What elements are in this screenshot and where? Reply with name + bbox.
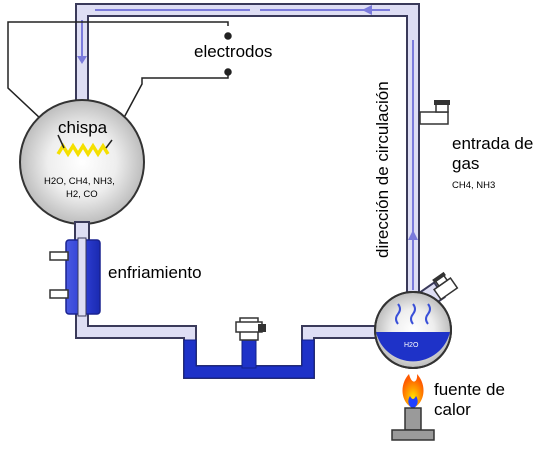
u-trap-water (183, 339, 315, 379)
circulation-direction-label: dirección de circulación (373, 81, 392, 258)
electrode-wires (7, 21, 232, 141)
burner (391, 374, 435, 441)
steam-waves (395, 303, 431, 325)
heat-source-label-line1: fuente de (434, 380, 505, 399)
spark-chamber (19, 99, 145, 225)
flow-arrows (77, 5, 418, 290)
spark-contents-line2: H2, CO (66, 189, 98, 200)
flask-water-label: H2O (404, 342, 419, 349)
boiling-flask (374, 271, 459, 369)
gas-inlet-valve (419, 100, 450, 125)
condenser (49, 237, 101, 317)
cooling-label: enfriamiento (108, 263, 202, 282)
spark-contents-line1: H2O, CH4, NH3, (44, 176, 115, 187)
heat-source-label-line2: calor (434, 400, 471, 419)
gas-inlet-formula: CH4, NH3 (452, 180, 496, 191)
spark-zigzag (56, 142, 110, 158)
electrodes-label: electrodos (194, 42, 273, 61)
gas-inlet-label-line2: gas (452, 154, 480, 173)
spark-label: chispa (58, 118, 108, 137)
u-trap-stopcock (235, 317, 266, 341)
gas-inlet-label-line1: entrada de (452, 134, 534, 153)
